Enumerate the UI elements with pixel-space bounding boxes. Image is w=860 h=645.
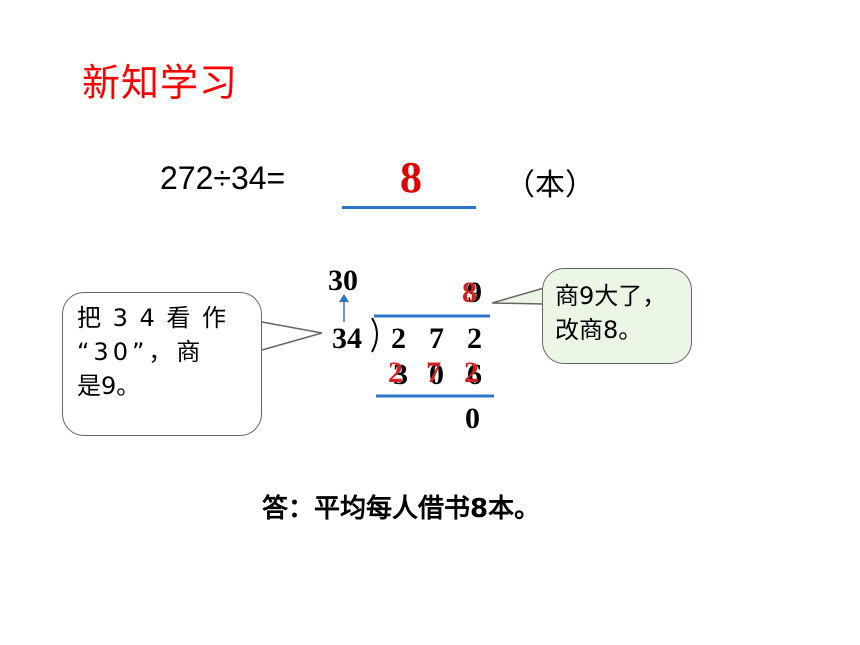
final-answer: 答：平均每人借书8本。 [262,494,541,524]
product-old-digit-3: 6 [467,358,482,391]
estimate-arrow-head [339,294,349,302]
dividend-digit-1: 2 [391,322,406,355]
dividend-digit-3: 2 [467,322,482,355]
hint-left-line-1: 把 3 4 看 作 [77,304,229,332]
product-new-digit-1: 2 [388,356,403,389]
product-old-digit-2: 0 [429,358,444,391]
quotient-old: 9 [467,276,482,309]
product-new-digit-3: 2 [464,356,479,389]
equation-expression: 272÷34= [160,160,286,196]
page-title: 新知学习 [82,61,239,105]
hint-bubble-left: 把 3 4 看 作 “30”，商 是9。 [62,292,262,436]
right-bubble-tail [491,287,545,305]
quotient-new: 8 [462,276,477,309]
left-bubble-tail [261,321,323,351]
equation-answer: 8 [400,153,422,202]
hint-right-line-2: 改商8。 [555,316,643,344]
divisor: 34 [332,322,362,355]
estimate-number: 30 [328,264,358,297]
hint-bubble-right: 商9大了， 改商8。 [542,268,692,364]
hint-left-line-3: 是9。 [77,372,141,400]
product-new-digit-2: 7 [426,356,441,389]
dividend-digit-2: 7 [429,322,444,355]
product-old-digit-1: 3 [393,358,408,391]
answer-underline [342,206,476,209]
equation-unit: （本） [505,168,595,203]
hint-left-line-2: “30”，商 [77,338,205,366]
division-bracket [371,317,378,353]
remainder: 0 [465,402,480,435]
hint-right-line-1: 商9大了， [555,282,667,310]
